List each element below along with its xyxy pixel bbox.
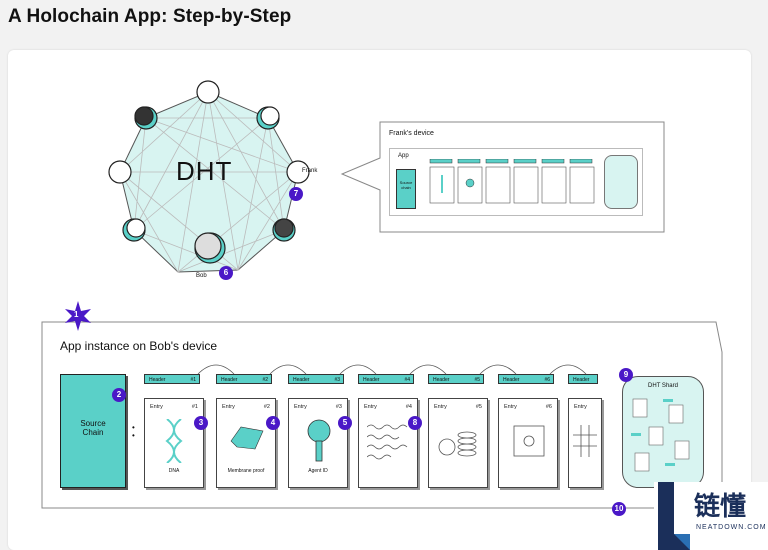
app-instance-outline — [41, 321, 723, 509]
tic-tac-toe-icon — [573, 425, 597, 457]
header-links — [197, 364, 587, 375]
header-6: Header#6 — [498, 374, 554, 384]
entry-card-6: Entry#6 — [498, 398, 558, 488]
step-2-badge: 2 — [112, 388, 126, 402]
step-7-badge: 7 — [289, 187, 303, 201]
membrane-proof-icon — [230, 426, 264, 450]
step-9-badge: 9 — [619, 368, 633, 382]
entry-card-2: Entry#2 Membrane proof — [216, 398, 276, 488]
sun-picture-icon — [513, 425, 545, 457]
bob-label: Bob — [196, 273, 207, 279]
source-chain-label-2: Chain — [82, 428, 104, 437]
step-3-badge: 3 — [194, 416, 208, 430]
dht-shard-label: DHT Shard — [648, 383, 678, 389]
frank-mini-chain — [428, 158, 608, 209]
frank-source-chain: Source chain — [396, 169, 416, 209]
step-6-badge: 6 — [219, 266, 233, 280]
entry-card-7: Entry — [568, 398, 602, 488]
source-chain-label-1: Source — [80, 419, 106, 428]
dht-network-graph — [108, 80, 310, 273]
chain-dots: •• — [132, 423, 135, 440]
frank-label: Frank — [302, 168, 318, 174]
frank-device-app-box: App Source chain — [389, 148, 643, 216]
dht-shard: DHT Shard — [622, 376, 704, 488]
frank-app-label: App — [398, 153, 409, 159]
dht-label: DHT — [176, 156, 233, 186]
coins-icon — [438, 431, 477, 457]
header-5: Header#5 — [428, 374, 484, 384]
diagram-panel: DHT Frank 7 Bob 6 Frank's device App Sou… — [8, 50, 751, 550]
frank-device-title: Frank's device — [389, 130, 434, 137]
step-1-star-badge: 1 — [63, 301, 93, 336]
header-3: Header#3 — [288, 374, 344, 384]
frank-dht-shard — [604, 155, 638, 209]
entry-card-1: Entry#1 DNA — [144, 398, 204, 488]
header-1: Header#1 — [144, 374, 200, 384]
handwriting-icon — [367, 424, 408, 460]
entry-card-4: Entry#4 — [358, 398, 418, 488]
header-7: Header — [568, 374, 598, 384]
dht-shard-entries — [631, 398, 690, 472]
dna-icon — [165, 419, 183, 463]
watermark-l-mark — [658, 482, 690, 550]
header-4: Header#4 — [358, 374, 414, 384]
agent-key-icon — [307, 419, 331, 462]
watermark-site: NEATDOWN.COM — [696, 524, 767, 531]
step-4-badge: 4 — [266, 416, 280, 430]
entry-card-5: Entry#5 — [428, 398, 488, 488]
header-2: Header#2 — [216, 374, 272, 384]
step-10-badge: 10 — [612, 502, 626, 516]
step-5-badge: 5 — [338, 416, 352, 430]
watermark-chars: 链懂 — [694, 492, 747, 522]
watermark-logo: 链懂 NEATDOWN.COM — [654, 482, 768, 550]
page-title: A Holochain App: Step-by-Step — [8, 6, 292, 27]
step-8-badge: 8 — [408, 416, 422, 430]
app-instance-title: App instance on Bob's device — [60, 339, 218, 353]
entry-card-3: Entry#3 Agent ID — [288, 398, 348, 488]
